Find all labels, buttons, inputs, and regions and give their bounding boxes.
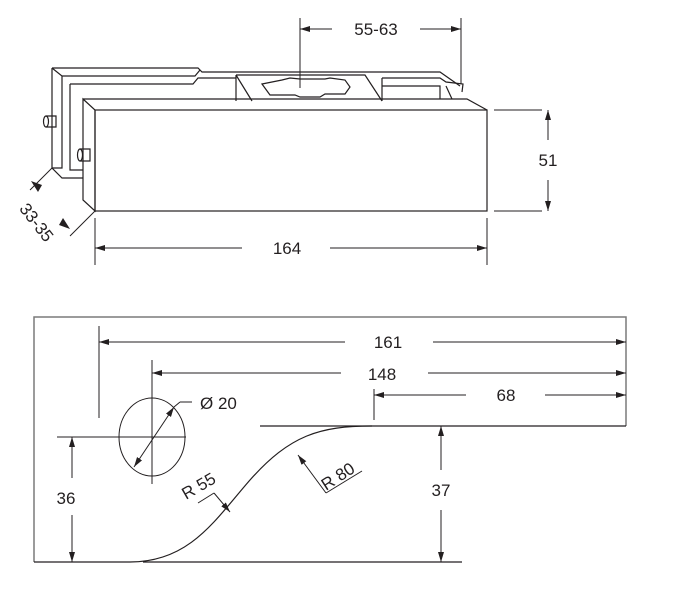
- dim-label-step-height: 37: [432, 481, 451, 500]
- glass-cutout-profile: Ø 20 161 148 68 36 37: [33, 316, 627, 563]
- front-cover: [82, 97, 488, 213]
- dimension-length: 164: [94, 218, 488, 265]
- dimension-total-length: 161: [98, 326, 626, 418]
- dim-label-length: 164: [273, 239, 301, 258]
- dim-label-depth: 33-35: [15, 200, 57, 246]
- dim-label-hole-height: 36: [57, 489, 76, 508]
- dimension-flat-length: 68: [373, 386, 626, 420]
- dimension-height: 51: [494, 109, 558, 212]
- dim-label-hole-to-end: 148: [368, 365, 396, 384]
- back-plate: [51, 67, 464, 179]
- patch-fitting-perspective: 55-63 51 164 33-35: [15, 18, 557, 265]
- dim-label-hole-diameter: Ø 20: [200, 394, 237, 413]
- dim-label-radius-large: R 80: [318, 459, 358, 494]
- glass-outline: [33, 316, 627, 562]
- dim-label-radius-small: R 55: [179, 469, 220, 503]
- dimension-adjust-range: 55-63: [299, 18, 462, 88]
- dimension-radius-large: R 80: [297, 454, 363, 494]
- pivot-hole: Ø 20: [57, 368, 237, 484]
- dimension-radius-small: R 55: [179, 469, 231, 513]
- dim-label-adjust-range: 55-63: [354, 20, 397, 39]
- dimension-step-height: 37: [432, 426, 451, 562]
- dim-label-total-length: 161: [374, 333, 402, 352]
- pin: [76, 148, 91, 162]
- pin: [42, 115, 57, 128]
- dim-label-height: 51: [539, 151, 558, 170]
- pivot-mechanism: [235, 74, 453, 102]
- cutout-curve: [34, 425, 626, 563]
- dimension-hole-height: 36: [57, 437, 76, 562]
- dim-label-flat-length: 68: [497, 386, 516, 405]
- dimension-hole-to-end: 148: [151, 360, 626, 384]
